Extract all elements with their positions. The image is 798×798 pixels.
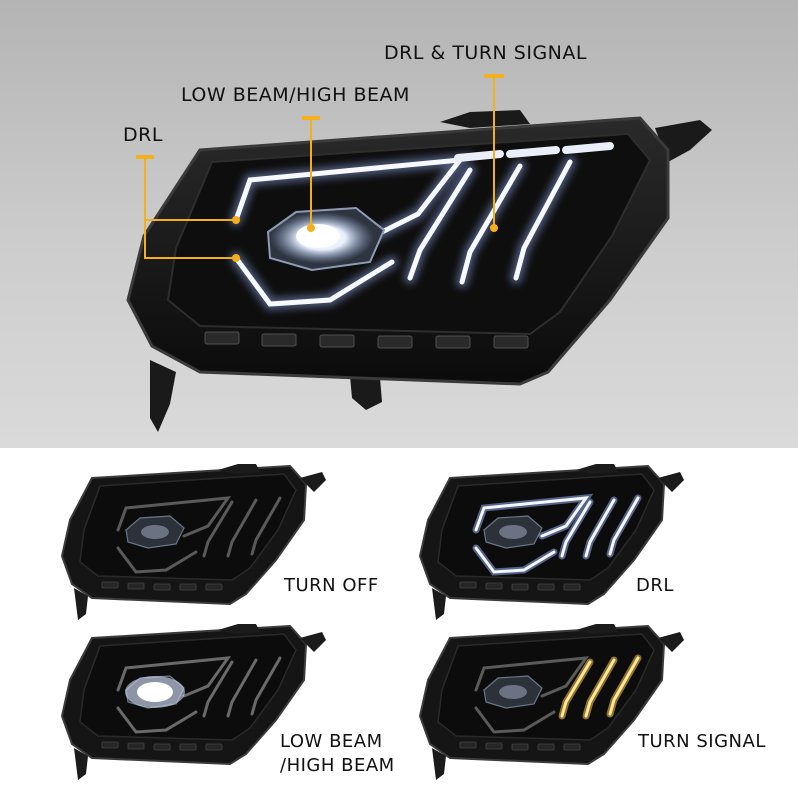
hero-headlight-illustration	[126, 74, 712, 432]
hero-brackets	[150, 110, 712, 432]
label-drl: DRL	[636, 575, 674, 596]
hero-lens-frame	[166, 132, 652, 336]
hero-lower-pods	[204, 331, 529, 349]
callout-low-high-beam: LOW BEAM/HIGH BEAM	[181, 84, 410, 106]
hero-projector-lens	[266, 206, 386, 272]
hero-drl-guides	[230, 142, 614, 311]
label-turn-off: TURN OFF	[284, 575, 379, 596]
callout-drl-turn-signal: DRL & TURN SIGNAL	[384, 42, 587, 64]
label-low-beam: LOW BEAM	[280, 731, 383, 752]
hero-panel: DRL LOW BEAM/HIGH BEAM DRL & TURN SIGNAL	[0, 0, 798, 448]
thumb-turn-signal	[419, 623, 685, 781]
label-turn-signal: TURN SIGNAL	[638, 731, 766, 752]
hero-callout-lines	[136, 74, 504, 259]
label-high-beam: /HIGH BEAM	[280, 755, 395, 776]
hero-callout-dots	[232, 216, 498, 262]
callout-drl: DRL	[123, 124, 163, 146]
